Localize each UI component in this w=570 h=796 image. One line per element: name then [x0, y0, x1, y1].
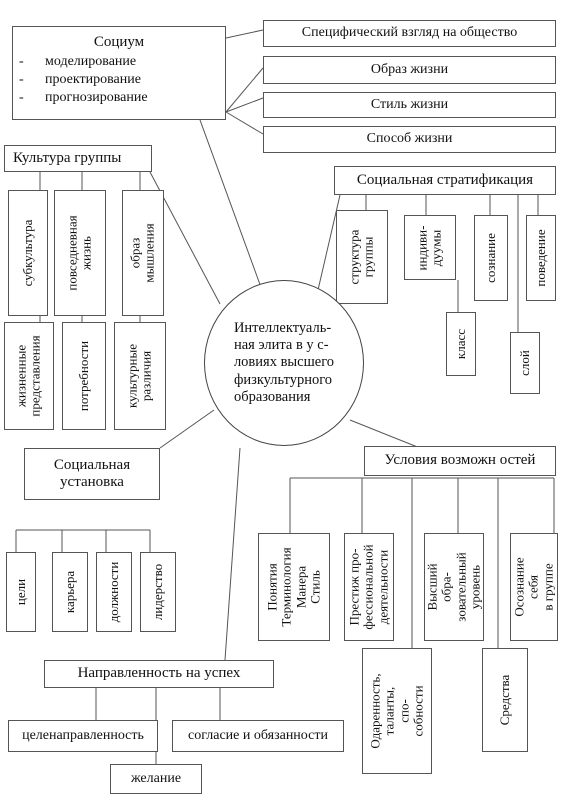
- stratification-lower-item: слой: [510, 332, 540, 394]
- conditions-title: Условия возможн остей: [364, 446, 556, 476]
- success-title: Направленность на успех: [44, 660, 274, 688]
- group-culture-bottom-item: жизненные представления: [4, 322, 54, 430]
- aspect-style-of-life: Стиль жизни: [263, 92, 556, 118]
- stratification-title: Социальная стратификация: [334, 166, 556, 195]
- socium-item: -моделирование: [19, 54, 137, 69]
- socium-item: -проектирование: [19, 72, 141, 88]
- group-culture-top-item: субкультура: [8, 190, 48, 316]
- group-culture-top-item: образ мышления: [122, 190, 164, 316]
- conditions-lower-item: Одаренность, таланты, спо- собности: [362, 648, 432, 774]
- socium-list: -моделирование -проектирование -прогнози…: [13, 53, 225, 108]
- conditions-lower-item: Средства: [482, 648, 528, 752]
- success-item: целенаправленность: [8, 720, 158, 752]
- aspect-specific-view: Специфический взгляд на общество: [263, 20, 556, 47]
- conditions-item: Высший обра- зовательный уровень: [424, 533, 484, 641]
- stratification-item: структура группы: [336, 210, 388, 304]
- attitude-title: Социальная установка: [24, 448, 160, 500]
- group-culture-title: Культура группы: [4, 145, 152, 172]
- stratification-item: поведение: [526, 215, 556, 301]
- socium-item: -прогнозирование: [19, 90, 148, 106]
- attitude-item: лидерство: [140, 552, 176, 632]
- success-item: желание: [110, 764, 202, 794]
- aspect-mode-of-life: Способ жизни: [263, 126, 556, 153]
- stratification-lower-item: класс: [446, 312, 476, 376]
- attitude-item: карьера: [52, 552, 88, 632]
- group-culture-top-item: повседневная жизнь: [54, 190, 106, 316]
- socium-title: Социум: [93, 34, 145, 50]
- conditions-item: Понятия Терминология Манера Стиль: [258, 533, 330, 641]
- success-item: согласие и обязанности: [172, 720, 344, 752]
- attitude-item: должности: [96, 552, 132, 632]
- center-ellipse: Интеллектуаль- ная элита в у с- ловиях в…: [204, 280, 364, 446]
- stratification-item: индиви- дуумы: [404, 215, 456, 280]
- center-text: Интеллектуаль- ная элита в у с- ловиях в…: [233, 319, 335, 406]
- attitude-item: цели: [6, 552, 36, 632]
- group-culture-bottom-item: потребности: [62, 322, 106, 430]
- socium-box: Социум -моделирование -проектирование -п…: [12, 26, 226, 120]
- stratification-item: сознание: [474, 215, 508, 301]
- group-culture-bottom-item: культурные различия: [114, 322, 166, 430]
- conditions-item: Осознание себя в группе: [510, 533, 558, 641]
- conditions-item: Престиж про- фессиональной деятельности: [344, 533, 394, 641]
- aspect-way-of-life: Образ жизни: [263, 56, 556, 84]
